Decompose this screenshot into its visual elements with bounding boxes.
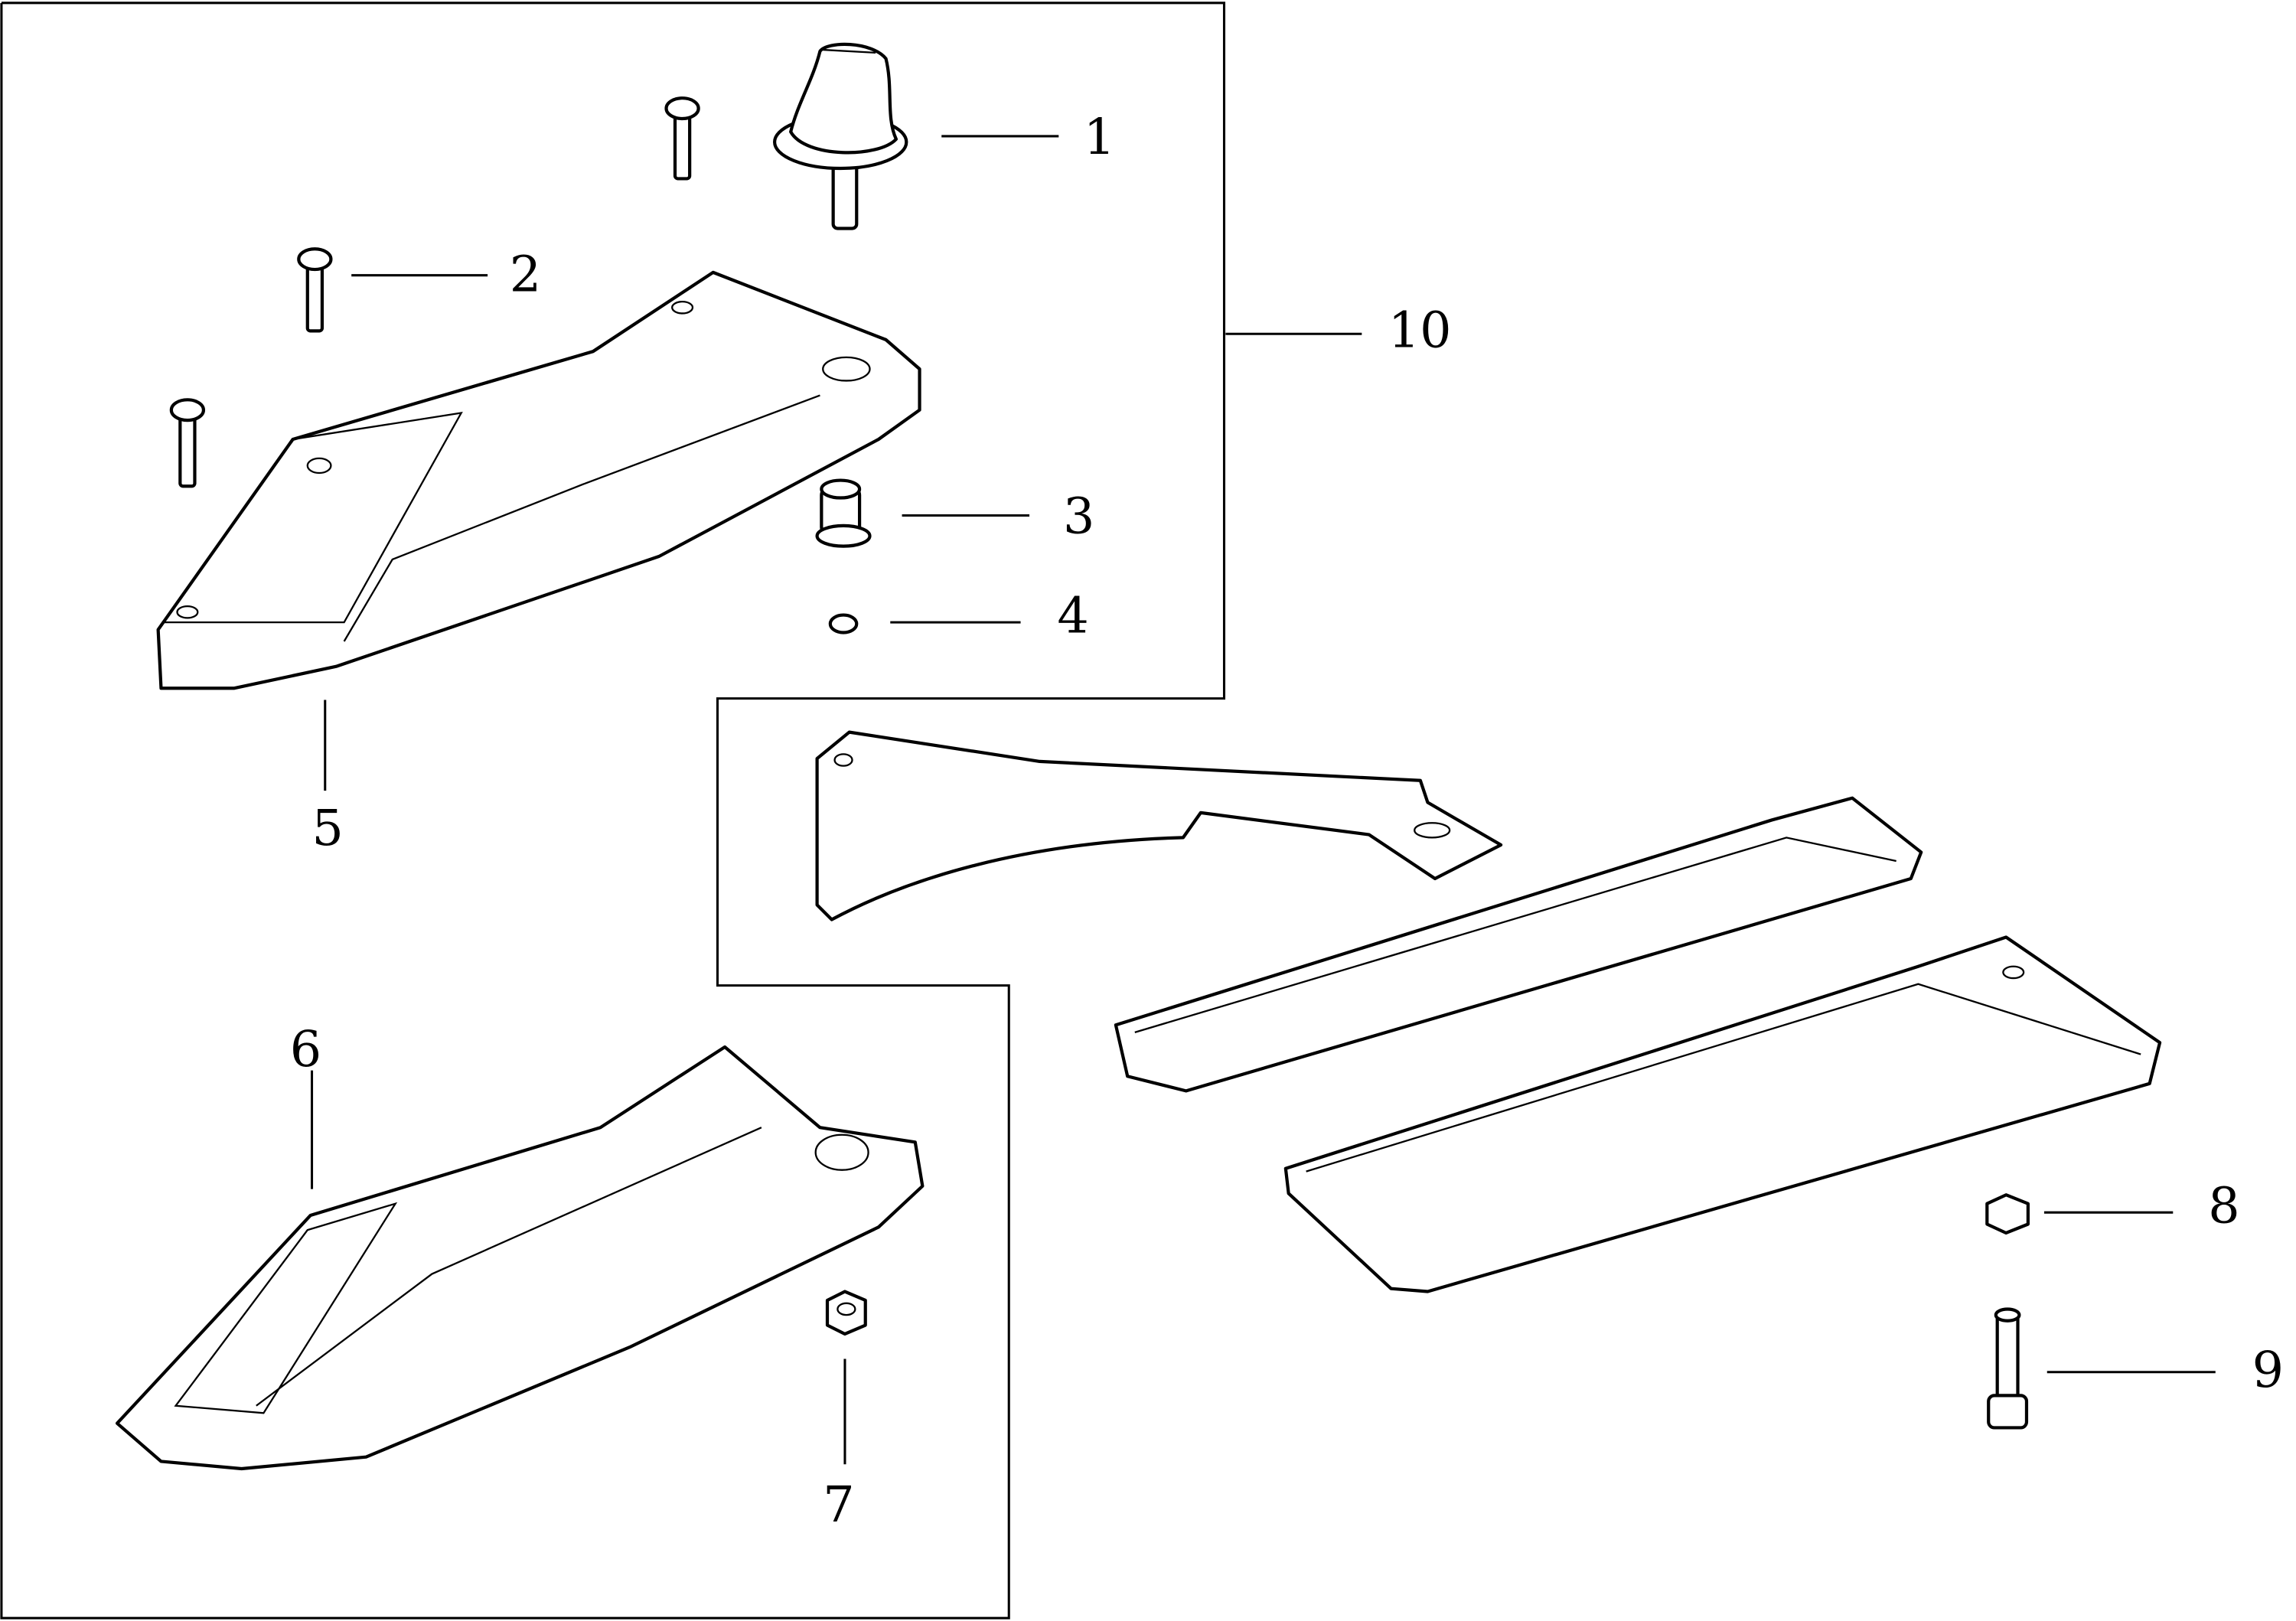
callout-8: 8 [2208,1178,2239,1235]
bushing-part [815,478,872,548]
callout-5: 5 [312,800,344,857]
callout-9: 9 [2252,1342,2284,1399]
hex-nut-part [1985,1193,2030,1235]
blade-guard-plate-part [815,730,1503,921]
knob-part [773,42,908,230]
nut-part [825,1290,867,1336]
leader-lines [310,135,2216,1465]
callout-1: 1 [1084,109,1115,166]
callout-3: 3 [1063,488,1094,545]
upper-cover-part [156,270,921,690]
lower-rail-part [1283,935,2162,1293]
screw-part [169,96,700,488]
washer-part [828,613,859,634]
cap-screw-part [1987,1307,2029,1430]
callout-10: 10 [1388,302,1452,359]
callout-4: 4 [1057,588,1088,645]
callout-7: 7 [823,1476,854,1534]
assembly-boundary [0,2,1226,1619]
upper-rail-part [1114,796,1923,1093]
lower-cover-part [115,1045,925,1471]
callout-2: 2 [510,246,541,304]
callout-6: 6 [290,1021,321,1078]
